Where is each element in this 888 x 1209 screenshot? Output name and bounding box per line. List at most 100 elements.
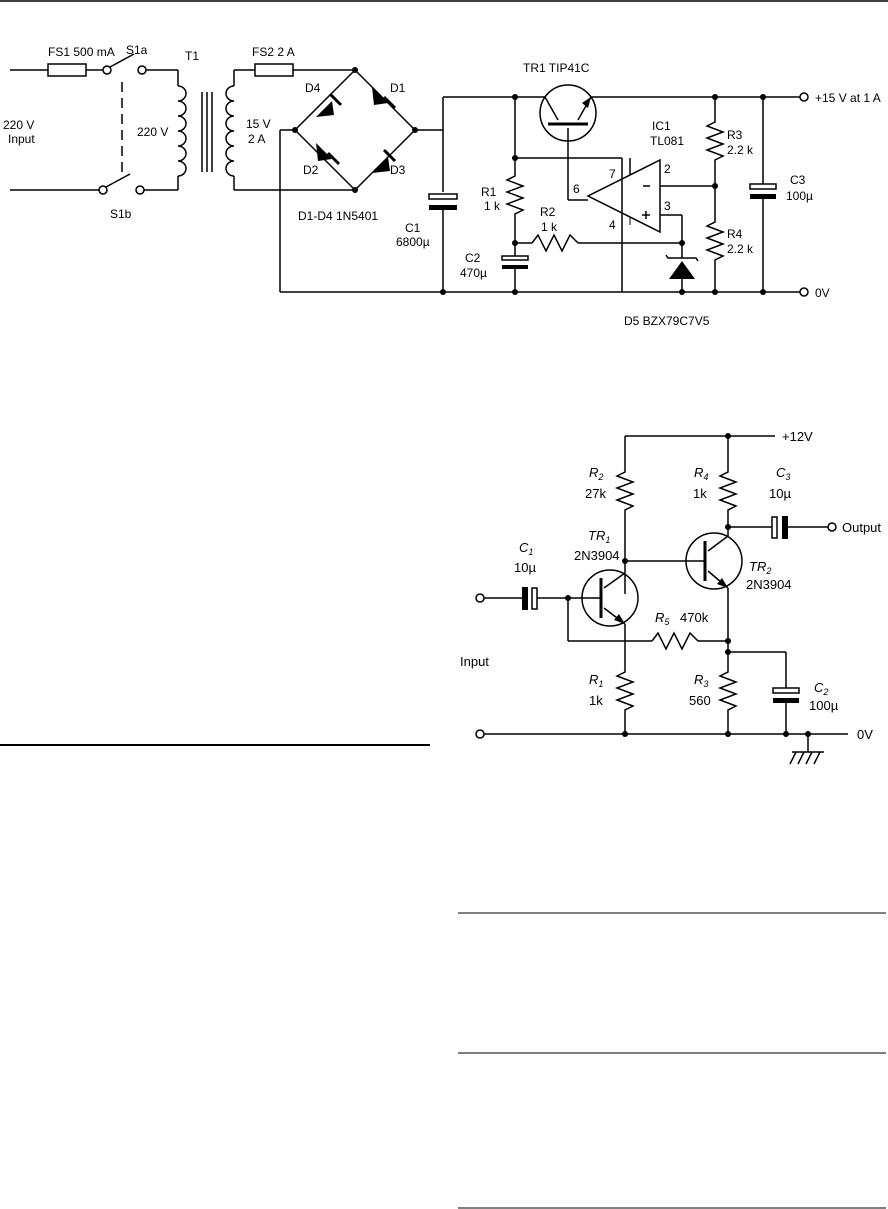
label-r4-value: 1k [693,486,707,501]
label-secondary-voltage: 15 V [246,117,271,131]
output-terminal-plus [799,92,809,102]
label-r2-value: 27k [585,486,606,501]
label-r2-sym: R2 [589,465,603,482]
diode-d4 [316,101,334,117]
capacitor-c3 [749,183,777,190]
resistor-r2 [531,233,579,253]
label-ground: 0V [857,727,873,742]
switch-s1b [105,173,131,188]
label-ic1-name: IC1 [652,119,671,133]
label-c2-value: 470µ [460,266,487,280]
label-output-zero: 0V [815,286,830,300]
label-s1b: S1b [110,207,132,221]
label-bridge-part: D1-D4 1N5401 [298,209,378,223]
ground-icon [789,734,824,765]
diode-d2 [316,143,332,161]
resistor-r1-amp [614,668,636,714]
capacitor-c1-amp [522,587,528,610]
label-s1a: S1a [126,43,148,57]
label-r3-sym: R3 [694,672,708,689]
resistor-r3 [704,118,726,164]
label-c3-name: C3 [790,173,806,187]
label-output: Output [842,520,881,535]
label-c1-value: 6800µ [396,235,430,249]
label-fs1: FS1 500 mA [48,45,115,59]
transformer-primary [177,85,187,177]
transformer-secondary [225,85,235,177]
label-vcc: +12V [782,429,813,444]
transistor-tr2 [685,532,743,590]
label-c1-sym: C1 [519,540,533,557]
label-tr1: TR1 TIP41C [523,61,590,75]
label-secondary-current: 2 A [248,132,265,146]
label-ic1-part: TL081 [650,134,684,148]
label-pin3: 3 [664,199,671,213]
label-fs2: FS2 2 A [252,45,295,59]
bridge-rectifier [294,69,416,191]
switch-s1a [109,53,135,68]
input-terminal [475,593,485,603]
resistor-r4-amp [717,468,739,514]
label-r2-value: 1 k [541,220,558,234]
diode-d1 [372,87,388,105]
label-r3-value: 560 [689,693,711,708]
resistor-r3-amp [717,668,739,714]
label-pin7: 7 [609,167,616,181]
capacitor-c2 [501,255,529,261]
label-pin6: 6 [573,182,580,196]
input-ground-terminal [475,729,485,739]
fuse-fs2 [254,63,294,77]
label-primary-voltage: 220 V [137,125,168,139]
label-tr1-sym: TR1 [588,528,610,545]
label-r3-value: 2.2 k [727,143,754,157]
label-d5: D5 BZX79C7V5 [624,314,710,328]
transistor-tr1 [539,84,597,200]
label-r4-name: R4 [727,227,743,241]
label-d2: D2 [303,163,319,177]
fuse-fs1 [47,63,87,77]
output-terminal-0v [799,287,809,297]
label-tr2-sym: TR2 [749,559,771,576]
zener-d5 [665,254,699,279]
amplifier-diagram: +12V R2 27k R4 1k C3 10µ Output TR1 2N39… [460,429,881,765]
label-c3-value: 100µ [786,189,813,203]
label-r4-value: 2.2 k [727,242,754,256]
label-output-plus: +15 V at 1 A [815,91,881,105]
label-c2-name: C2 [465,251,481,265]
power-supply-diagram: FS1 500 mA S1a S1b T1 FS2 2 A 220 V Inpu… [3,43,881,328]
opamp-ic1 [586,158,661,234]
label-d1: D1 [390,81,406,95]
resistor-r5-amp [651,631,699,651]
label-r1-name: R1 [481,185,497,199]
label-r2-name: R2 [540,205,556,219]
label-r4-sym: R4 [694,465,708,482]
label-c2-value: 100µ [809,698,839,713]
output-terminal [827,522,837,532]
label-pin4: 4 [609,218,616,232]
label-tr1-part: 2N3904 [574,548,620,563]
resistor-r4 [704,218,726,264]
diode-d3 [372,157,390,173]
label-c2-sym: C2 [814,680,828,697]
label-input-voltage: 220 V [3,118,34,132]
capacitor-c2-amp [772,687,800,694]
label-input: Input [460,654,489,669]
label-r1-value: 1k [589,693,603,708]
capacitor-c1 [428,193,458,200]
label-t1: T1 [185,49,199,63]
label-c3-sym: C3 [776,465,790,482]
label-r5-value: 470k [680,610,709,625]
label-input: Input [8,132,35,146]
label-c1-name: C1 [405,221,421,235]
label-r5-sym: R5 [655,610,670,627]
transistor-tr1-amp [568,569,639,627]
label-pin2: 2 [664,162,671,176]
label-c3-value: 10µ [769,486,791,501]
resistor-r2-amp [614,468,636,514]
label-d4: D4 [305,81,321,95]
label-r3-name: R3 [727,128,743,142]
label-r1-sym: R1 [589,672,603,689]
capacitor-c3-amp [771,516,778,539]
label-tr2-part: 2N3904 [746,577,792,592]
